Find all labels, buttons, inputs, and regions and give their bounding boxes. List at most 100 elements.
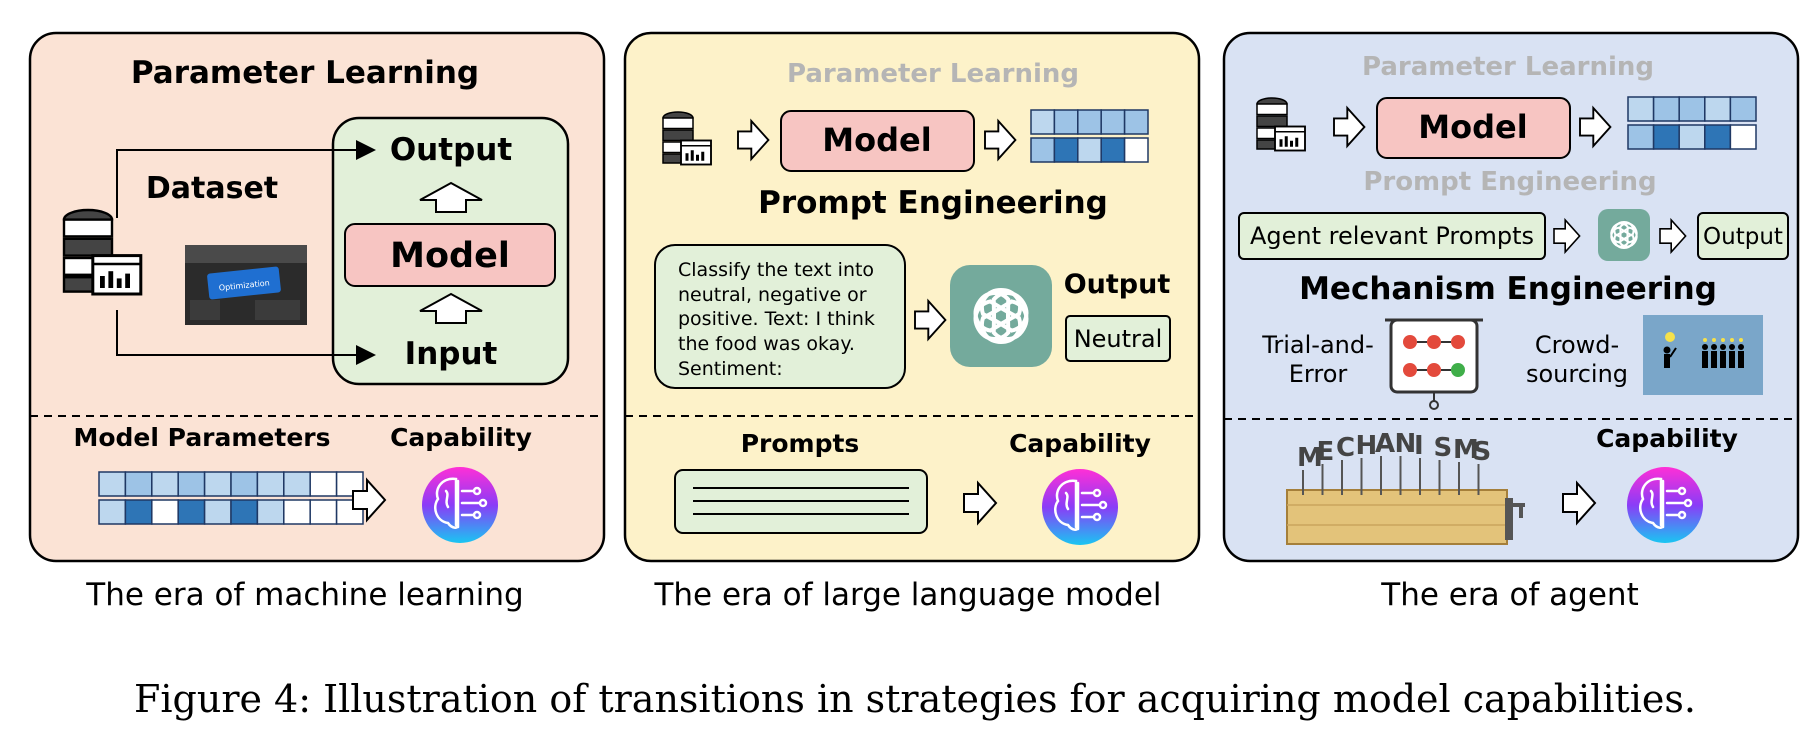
- parameter-cell: [1077, 137, 1102, 163]
- parameter-cell: [98, 499, 127, 525]
- agent-title: Mechanism Engineering: [1299, 271, 1717, 307]
- mechanism-letter: M: [1297, 443, 1323, 473]
- prompt-line: Sentiment:: [678, 358, 783, 380]
- parameter-cell: [1678, 96, 1706, 122]
- crowdsourcing-people-icon: [1643, 315, 1763, 395]
- agent-faded-subtitle: Prompt Engineering: [1363, 167, 1656, 197]
- llm-faded-title: Parameter Learning: [787, 59, 1079, 89]
- up-arrow-icon: [419, 181, 483, 213]
- capability-brain-icon: [1040, 467, 1120, 547]
- llm-output-label: Output: [1064, 269, 1171, 300]
- mechanism-letter: S: [1473, 437, 1492, 467]
- crowdsourcing-label: Crowd-: [1535, 331, 1619, 359]
- chatgpt-logo: [1598, 209, 1650, 261]
- ml-output-label: Output: [390, 132, 513, 168]
- parameter-cell: [203, 471, 232, 497]
- parameter-cell: [177, 471, 206, 497]
- up-arrow-icon: [419, 292, 483, 324]
- ml-capability-label: Capability: [390, 423, 532, 452]
- prompt-line: neutral, negative or: [678, 284, 867, 306]
- era-label-agent: The era of agent: [1380, 577, 1638, 613]
- panel-llm-background: [623, 31, 1201, 563]
- parameter-cell: [124, 471, 153, 497]
- llm-capability-label: Capability: [1009, 429, 1151, 458]
- mechanism-letter: C: [1336, 433, 1355, 463]
- parameter-cell: [283, 499, 311, 525]
- parameter-cell: [1053, 109, 1079, 135]
- parameter-cell: [1030, 109, 1056, 135]
- agent-faded-title: Parameter Learning: [1362, 52, 1654, 82]
- agent-model-box: [1376, 97, 1571, 159]
- llm-title: Prompt Engineering: [758, 185, 1108, 221]
- parameter-cell: [1704, 124, 1732, 150]
- parameter-cell: [1704, 96, 1732, 122]
- parameter-grid: [1627, 96, 1757, 150]
- parameter-cell: [283, 471, 311, 497]
- mechanism-letter: E: [1317, 437, 1335, 467]
- llm-output-box: [1065, 315, 1171, 362]
- parameter-cell: [124, 499, 153, 525]
- mechanisms-wooden-board: [1286, 489, 1525, 545]
- era-label-llm: The era of large language model: [653, 577, 1161, 613]
- mechanism-letter: A: [1375, 429, 1395, 459]
- ml-model-label: Model: [390, 236, 510, 276]
- parameter-cell: [256, 499, 285, 525]
- parameter-cell: [1678, 124, 1706, 150]
- prompts-label: Prompts: [741, 429, 860, 458]
- parameter-cell: [1077, 109, 1102, 135]
- parameter-cell: [335, 499, 364, 525]
- agent-output-label: Output: [1703, 224, 1783, 250]
- agent-prompts-box: [1238, 212, 1546, 260]
- mechanism-letter: I: [1414, 431, 1424, 461]
- mechanism-letter: N: [1395, 429, 1417, 459]
- trial-and-error-label: Trial-and-: [1261, 331, 1374, 359]
- dataset-to-output-arrow: [116, 140, 376, 218]
- panel-large-language-model: Parameter Learning Model Prompt Engineer…: [623, 31, 1201, 563]
- parameter-cell: [309, 499, 338, 525]
- panel-agent-background: [1222, 31, 1800, 563]
- parameter-cell: [1030, 137, 1056, 163]
- mechanism-letter: S: [1434, 433, 1453, 463]
- dataset-to-input-arrow: [116, 310, 376, 365]
- parameter-cell: [1729, 96, 1757, 122]
- mechanism-letter: M: [1453, 435, 1479, 465]
- prompt-line: Classify the text into: [678, 259, 874, 281]
- panel-machine-learning: Parameter Learning Output Model Input Da…: [28, 31, 606, 563]
- capability-brain-icon: [1625, 465, 1705, 545]
- capability-brain-icon: [420, 465, 500, 545]
- trial-and-error-board-icon: [1385, 318, 1483, 410]
- parameter-grid: [1030, 109, 1149, 163]
- model-parameters-label: Model Parameters: [73, 423, 330, 452]
- ml-model-box: [344, 223, 556, 287]
- parameter-cell: [309, 471, 338, 497]
- parameter-cell: [151, 499, 179, 525]
- llm-output-value: Neutral: [1074, 325, 1163, 353]
- ml-title: Parameter Learning: [131, 55, 479, 91]
- chatgpt-logo: [950, 265, 1052, 367]
- llm-model-label: Model: [822, 121, 931, 159]
- prompt-example-box: [654, 244, 906, 389]
- llm-model-box: [780, 110, 975, 172]
- ml-input-label: Input: [405, 336, 498, 372]
- agent-model-label: Model: [1418, 108, 1527, 146]
- trial-and-error-label: Error: [1289, 360, 1348, 388]
- agent-prompts-label: Agent relevant Prompts: [1250, 222, 1534, 250]
- parameter-cell: [1652, 124, 1680, 150]
- panel-agent: Parameter Learning Model Prompt Engineer…: [1222, 31, 1800, 563]
- parameter-cell: [203, 499, 232, 525]
- parameter-cell: [1123, 109, 1149, 135]
- agent-capability-label: Capability: [1596, 424, 1738, 453]
- mechanism-letter: H: [1356, 431, 1378, 461]
- era-label-ml: The era of machine learning: [85, 577, 523, 613]
- parameter-cell: [177, 499, 206, 525]
- parameter-cell: [230, 471, 259, 497]
- parameter-cell: [1053, 137, 1079, 163]
- parameter-cell: [335, 471, 364, 497]
- dataset-label: Dataset: [146, 171, 278, 206]
- parameter-cell: [151, 471, 179, 497]
- figure-caption: Figure 4: Illustration of transitions in…: [134, 677, 1696, 721]
- parameter-cell: [230, 499, 259, 525]
- parameter-grid: [98, 471, 364, 525]
